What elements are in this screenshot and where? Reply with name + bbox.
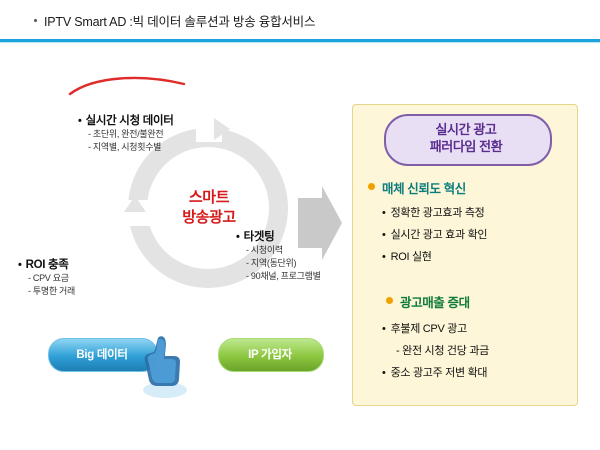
cycle-arrow-left-icon — [124, 196, 146, 212]
block-heading: 타겟팅 — [236, 228, 321, 244]
block-roi-satisfaction: ROI 충족 CPV 요금 투명한 거래 — [18, 256, 76, 298]
ip-subscriber-pill — [218, 338, 324, 372]
thumbs-up-icon — [143, 336, 187, 398]
outcome-item: ROI 실현 — [382, 248, 432, 264]
block-subitem: 초단위, 완전/불완전 — [88, 128, 174, 141]
section-bullet-icon — [368, 183, 375, 190]
page-header: IPTV Smart AD :빅 데이터 솔루션과 방송 융합서비스 — [0, 0, 600, 43]
flow-arrow-icon — [298, 186, 342, 260]
outcome-item: 후불제 CPV 광고 — [382, 320, 468, 336]
center-label-line2: 방송광고 — [182, 209, 236, 226]
red-swoosh-decoration — [68, 76, 186, 96]
block-heading: ROI 충족 — [18, 256, 75, 272]
header-divider-light — [0, 42, 600, 43]
section-bullet-icon — [386, 297, 393, 304]
paradigm-shift-badge — [384, 114, 552, 166]
center-label-line1: 스마트 — [188, 189, 230, 206]
page-title: IPTV Smart AD :빅 데이터 솔루션과 방송 융합서비스 — [44, 15, 316, 29]
header-bullet-icon — [34, 19, 37, 22]
block-subitem: 지역(동단위) — [246, 257, 321, 270]
block-realtime-viewing-data: 실시간 시청 데이터 초단위, 완전/불완전 지역별, 시청횟수별 — [78, 112, 174, 154]
block-subitem: 시청이력 — [246, 244, 321, 257]
ip-subscriber-pill-label: IP 가입자 — [248, 349, 292, 361]
big-data-pill-label: Big 데이터 — [76, 349, 128, 361]
block-heading: 실시간 시청 데이터 — [78, 112, 174, 128]
block-subitem: 90채널, 프로그램별 — [246, 270, 321, 283]
block-subitem: 투명한 거래 — [28, 285, 75, 298]
block-subitem: CPV 요금 — [28, 272, 75, 285]
outcome-subitem: 완전 시청 건당 과금 — [396, 342, 489, 358]
badge-line1: 실시간 광고 — [435, 122, 497, 137]
outcome-item: 중소 광고주 저변 확대 — [382, 364, 488, 380]
diagram-center-label: 스마트 방송광고 — [168, 188, 250, 228]
section-heading-media-trust: 매체 신뢰도 혁신 — [382, 182, 466, 196]
header-divider — [0, 39, 600, 42]
badge-line2: 패러다임 전환 — [429, 139, 503, 154]
block-targeting: 타겟팅 시청이력 지역(동단위) 90채널, 프로그램별 — [236, 228, 321, 283]
outcome-item: 정확한 광고효과 측정 — [382, 204, 485, 220]
outcome-item: 실시간 광고 효과 확인 — [382, 226, 488, 242]
paradigm-shift-badge-text: 실시간 광고 패러다임 전환 — [384, 114, 548, 162]
block-subitem: 지역별, 시청횟수별 — [88, 141, 174, 154]
section-heading-ad-revenue: 광고매출 증대 — [400, 296, 470, 310]
big-data-pill — [48, 338, 158, 372]
cycle-arrow-top-icon — [214, 118, 230, 140]
